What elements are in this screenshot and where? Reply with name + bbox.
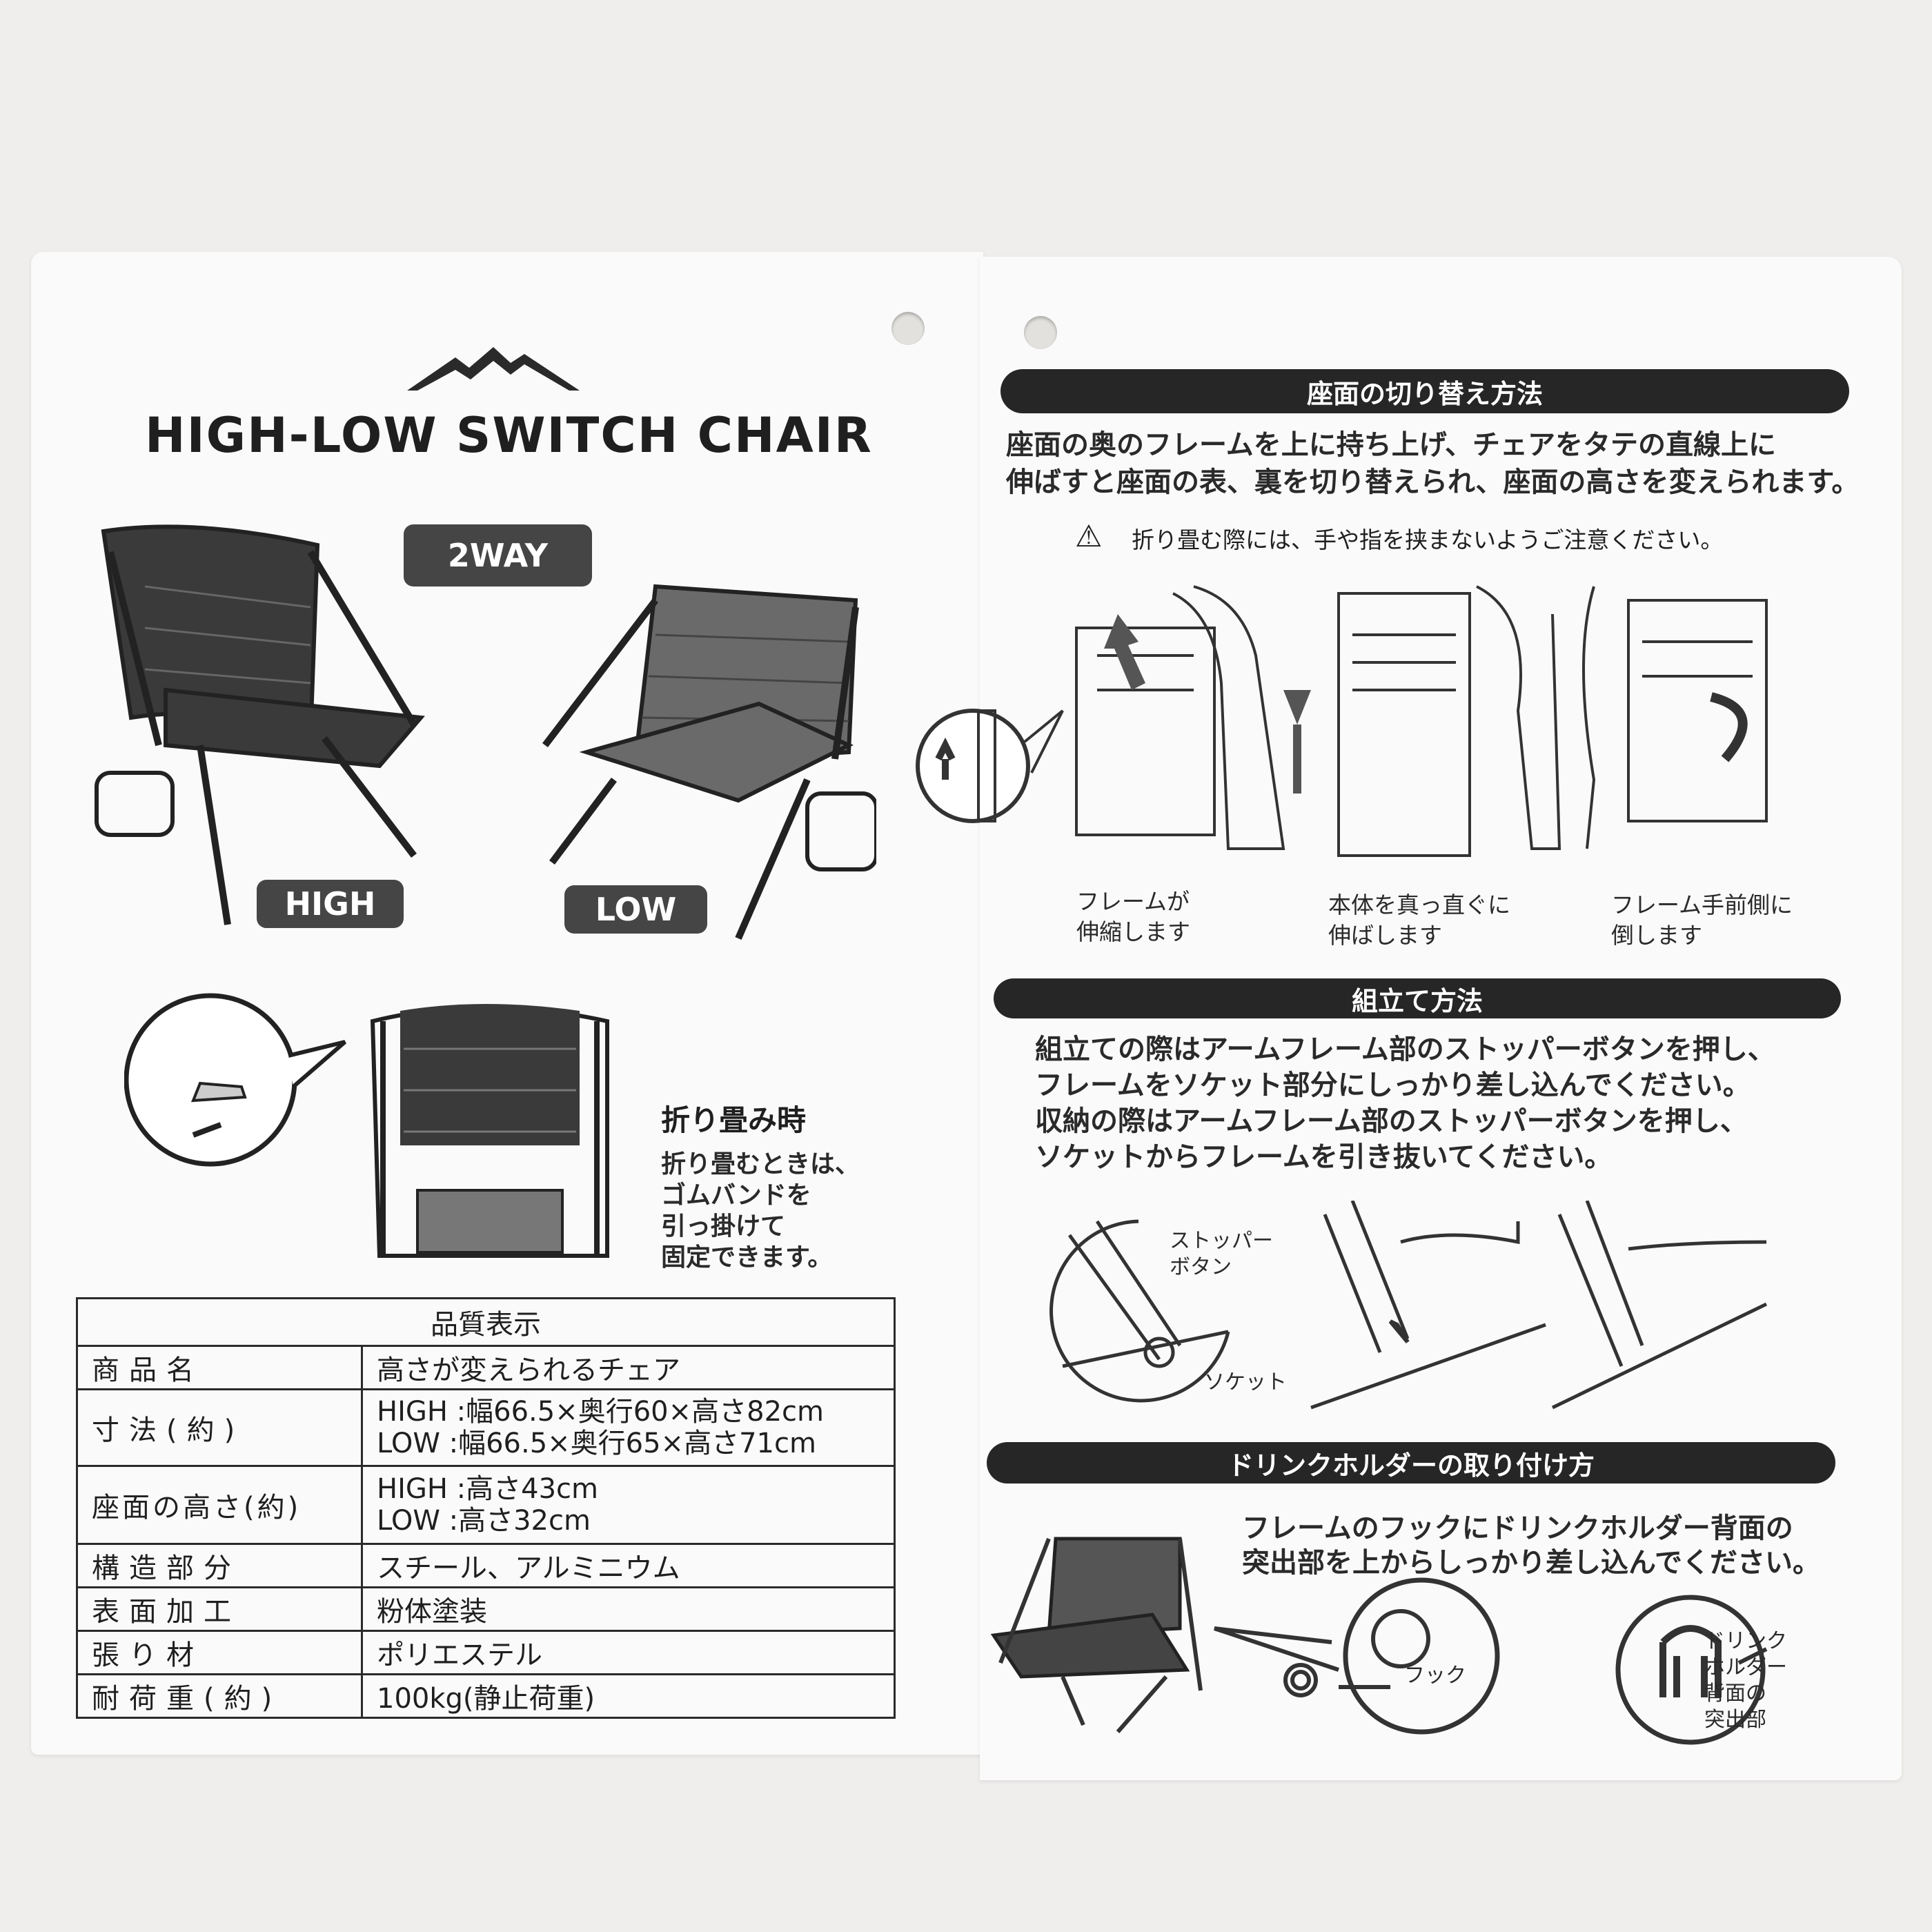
section-bar-drink-holder: ドリンクホルダーの取り付け方 xyxy=(987,1442,1835,1483)
text-line: フレームのフックにドリンクホルダー背面の xyxy=(1242,1512,1793,1544)
caption-line: 本体を真っ直ぐに xyxy=(1328,891,1510,918)
folded-line: ゴムバンドを xyxy=(661,1181,811,1210)
label-line: ボタン xyxy=(1170,1255,1232,1279)
table-key: 座面の高さ(約) xyxy=(76,1465,363,1545)
text-line: 収納の際はアームフレーム部のストッパーボタンを押し、 xyxy=(1035,1105,1748,1137)
high-chair-illustration xyxy=(95,524,425,925)
quality-table: 品質表示 商品名高さが変えられるチェア 寸法(約)HIGH :幅66.5×奥行6… xyxy=(76,1297,896,1719)
caption-line: 倒します xyxy=(1611,922,1702,949)
table-key: 構造部分 xyxy=(76,1543,363,1588)
folded-heading: 折り畳み時 xyxy=(661,1103,807,1137)
table-value: 高さが変えられるチェア xyxy=(361,1345,896,1390)
folded-chair-illustration xyxy=(370,1004,609,1258)
table-header: 品質表示 xyxy=(76,1297,896,1347)
value-line: HIGH :幅66.5×奥行60×高さ82cm xyxy=(377,1396,824,1428)
label-line: ホルダー xyxy=(1704,1655,1787,1679)
hang-hole-right xyxy=(1024,316,1057,349)
table-key: 張り材 xyxy=(76,1630,363,1675)
table-value: ポリエステル xyxy=(361,1630,896,1675)
caption-2: 本体を真っ直ぐに伸ばします xyxy=(1328,890,1510,951)
stopper-label: ストッパーボタン xyxy=(1170,1228,1273,1281)
table-key: 耐荷重(約) xyxy=(76,1673,363,1719)
table-row: 張り材ポリエステル xyxy=(76,1630,896,1675)
protrusion-label: ドリンク ホルダー 背面の 突出部 xyxy=(1704,1628,1787,1733)
text-line: 突出部を上からしっかり差し込んでください。 xyxy=(1242,1547,1820,1579)
table-key: 寸法(約) xyxy=(76,1388,363,1467)
label-line: 背面の xyxy=(1704,1682,1766,1706)
folded-line: 折り畳むときは、 xyxy=(661,1150,860,1179)
warning-icon: ⚠ xyxy=(1075,519,1103,554)
table-row: 表面加工粉体塗装 xyxy=(76,1586,896,1632)
badge-high: HIGH xyxy=(257,880,404,928)
caption-line: フレームが xyxy=(1076,888,1190,915)
text-line: フレームをソケット部分にしっかり差し込んでください。 xyxy=(1035,1070,1751,1101)
table-key: 商品名 xyxy=(76,1345,363,1390)
warning-text: 折り畳む際には、手や指を挟まないようご注意ください。 xyxy=(1132,526,1724,553)
seat-switch-illustrations xyxy=(916,585,1768,857)
folded-line: 固定できます。 xyxy=(661,1243,833,1272)
table-row: 耐荷重(約)100kg(静止荷重) xyxy=(76,1673,896,1719)
table-value: 粉体塗装 xyxy=(361,1586,896,1632)
text-line: 座面の奥のフレームを上に持ち上げ、チェアをタテの直線上に xyxy=(1006,429,1776,461)
folded-detail-circle xyxy=(124,993,346,1167)
folded-line: 引っ掛けて xyxy=(661,1212,786,1241)
text-line: ソケットからフレームを引き抜いてください。 xyxy=(1035,1141,1613,1173)
folded-text: 折り畳むときは、 ゴムバンドを 引っ掛けて 固定できます。 xyxy=(661,1149,860,1273)
seat-switch-text: 座面の奥のフレームを上に持ち上げ、チェアをタテの直線上に 伸ばすと座面の表、裏を… xyxy=(1006,426,1859,501)
value-line: LOW :高さ32cm xyxy=(377,1505,591,1537)
label-line: ドリンク xyxy=(1704,1629,1787,1653)
caption-3: フレーム手前側に倒します xyxy=(1611,890,1793,951)
badge-low: LOW xyxy=(564,885,707,934)
text-line: 伸ばすと座面の表、裏を切り替えられ、座面の高さを変えられます。 xyxy=(1006,466,1860,498)
drink-holder-text: フレームのフックにドリンクホルダー背面の 突出部を上からしっかり差し込んでくださ… xyxy=(1242,1511,1820,1580)
section-bar-seat-switch: 座面の切り替え方法 xyxy=(1000,369,1849,413)
hang-hole-left xyxy=(891,312,925,345)
drink-holder-illustrations xyxy=(990,1537,1768,1745)
hook-label: フック xyxy=(1404,1664,1466,1688)
right-panel xyxy=(980,257,1902,1780)
table-key: 表面加工 xyxy=(76,1586,363,1632)
label-line: ストッパー xyxy=(1170,1229,1273,1253)
table-row: 構造部分スチール、アルミニウム xyxy=(76,1543,896,1588)
caption-line: 伸縮します xyxy=(1076,918,1190,945)
label-line: 突出部 xyxy=(1704,1708,1766,1732)
caption-line: フレーム手前側に xyxy=(1611,891,1793,918)
socket-label: ソケット xyxy=(1204,1370,1287,1394)
text-line: 組立ての際はアームフレーム部のストッパーボタンを押し、 xyxy=(1035,1034,1775,1065)
value-line: HIGH :高さ43cm xyxy=(377,1473,598,1505)
value-line: LOW :幅66.5×奥行65×高さ71cm xyxy=(377,1428,816,1459)
caption-line: 伸ばします xyxy=(1328,922,1442,949)
section-bar-assembly: 組立て方法 xyxy=(994,978,1841,1018)
table-row: 商品名高さが変えられるチェア xyxy=(76,1345,896,1390)
badge-2way: 2WAY xyxy=(404,524,592,586)
mountain-logo-icon xyxy=(407,347,580,391)
assembly-text: 組立ての際はアームフレーム部のストッパーボタンを押し、 フレームをソケット部分に… xyxy=(1035,1032,1775,1175)
caption-1: フレームが伸縮します xyxy=(1076,887,1190,947)
product-title: HIGH-LOW SWITCH CHAIR xyxy=(145,407,873,464)
table-value: 100kg(静止荷重) xyxy=(361,1673,896,1719)
table-value: スチール、アルミニウム xyxy=(361,1543,896,1588)
low-chair-illustration xyxy=(542,584,876,940)
assembly-illustrations xyxy=(1049,1201,1768,1410)
